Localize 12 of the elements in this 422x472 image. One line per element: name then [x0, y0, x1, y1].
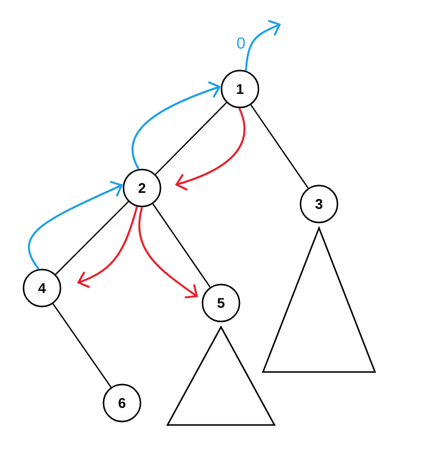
arrow — [77, 206, 138, 288]
tree-edge — [52, 303, 112, 388]
arrow — [175, 108, 246, 191]
arrow — [28, 180, 124, 270]
edge-label: 0 — [237, 37, 245, 49]
tree-edge — [55, 201, 129, 275]
arrow — [132, 81, 221, 170]
tree-edge — [155, 102, 227, 175]
arrow — [244, 20, 281, 71]
tree-edge — [250, 104, 309, 188]
tree-edge — [152, 204, 211, 288]
arrow — [138, 207, 198, 298]
